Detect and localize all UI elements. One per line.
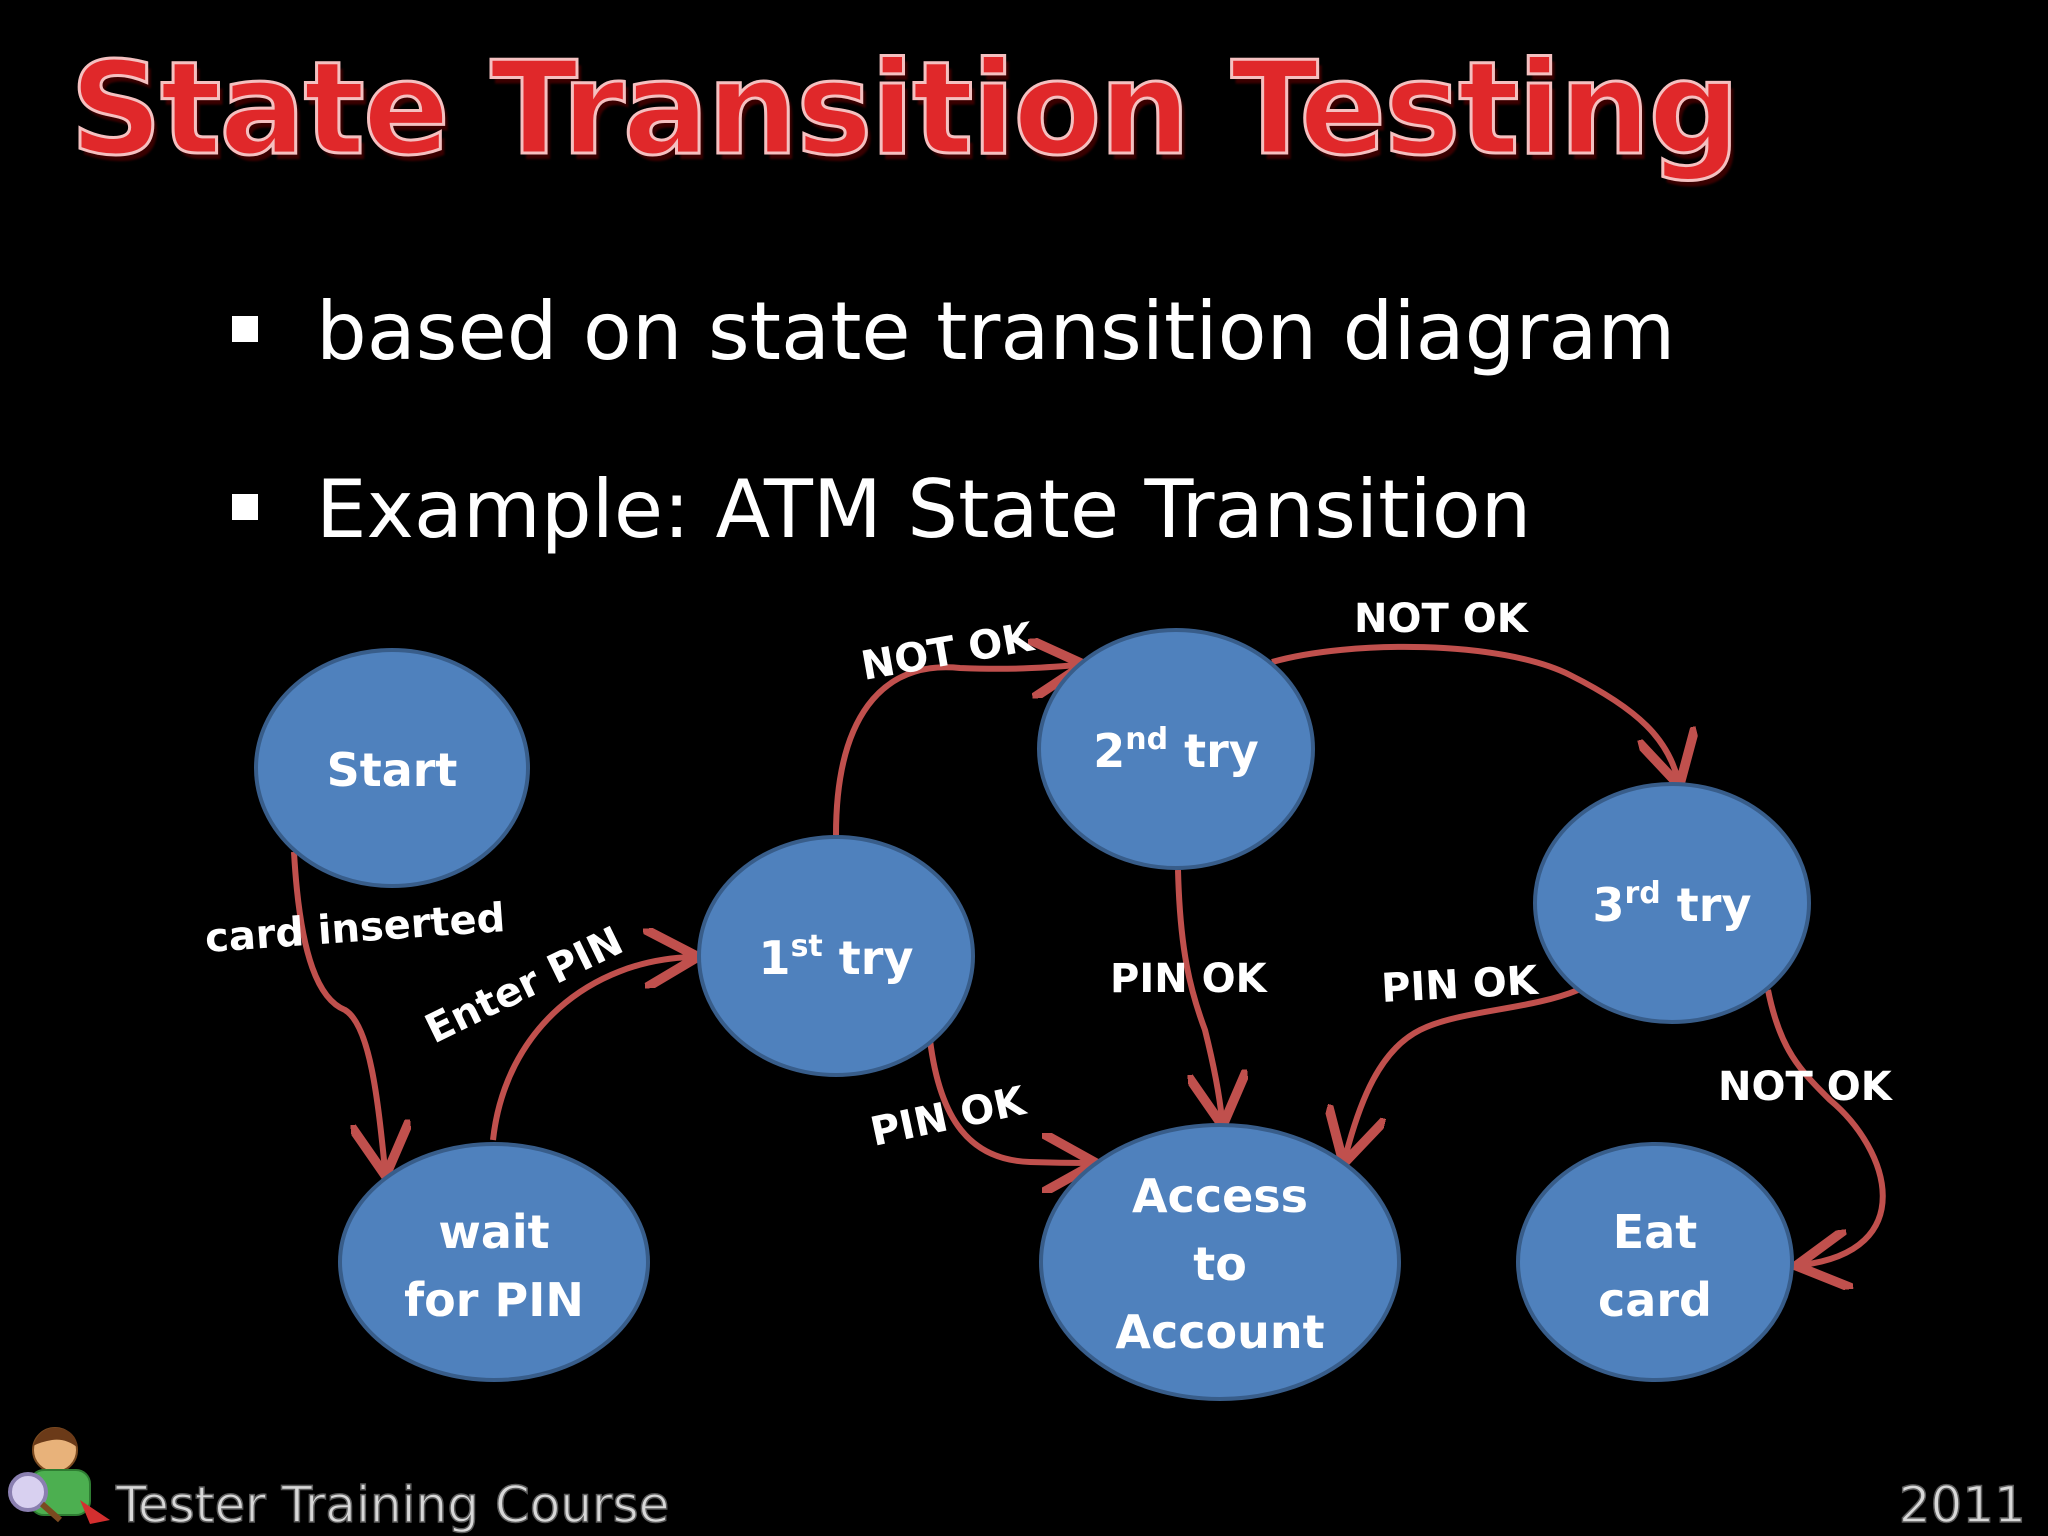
state-third-try: 3rd try [1533, 782, 1811, 1024]
state-access-label-line3: Account [1115, 1305, 1324, 1359]
transition-arrows [291, 643, 1886, 1265]
mascot-logo [8, 1427, 110, 1524]
state-try1-label: 1st try [759, 929, 914, 985]
arrow-wait-to-try1 [490, 957, 692, 1141]
state-second-try: 2nd try [1037, 628, 1315, 870]
arrow-start-to-wait [291, 851, 385, 1170]
arrow-try1-to-access [927, 1039, 1090, 1163]
label-pin-ok-try3: PIN OK [1380, 958, 1541, 1012]
state-access-label-line2: to [1193, 1237, 1247, 1291]
state-start-label: Start [327, 743, 458, 797]
label-card-inserted: card inserted [203, 895, 506, 962]
bullet-item: based on state transition diagram [232, 292, 1675, 372]
arrow-try3-to-access [1345, 987, 1580, 1158]
state-access-to-account: Access to Account [1039, 1123, 1401, 1401]
label-not-ok-try1-try2: NOT OK [858, 614, 1039, 690]
state-start: Start [254, 648, 530, 888]
state-wait-for-pin: wait for PIN [338, 1142, 650, 1382]
label-not-ok-try2-try3: NOT OK [1354, 596, 1530, 642]
label-pin-ok-try1: PIN OK [867, 1078, 1032, 1156]
bullet-text: based on state transition diagram [316, 285, 1676, 378]
state-first-try: 1st try [697, 835, 975, 1077]
slide-title: State Transition Testing [68, 35, 1741, 184]
state-try3-label: 3rd try [1593, 876, 1752, 932]
state-eat-label-line2: card [1598, 1273, 1712, 1327]
state-access-label-line1: Access [1132, 1169, 1308, 1223]
arrow-try1-to-try2 [833, 665, 1078, 836]
state-eat-card: Eat card [1516, 1142, 1794, 1382]
label-pin-ok-try2: PIN OK [1110, 956, 1269, 1002]
state-wait-label-line2: for PIN [404, 1273, 584, 1327]
state-try2-label: 2nd try [1093, 722, 1259, 778]
arrow-try2-to-try3 [1271, 643, 1678, 780]
label-not-ok-try3-eat: NOT OK [1718, 1064, 1894, 1110]
course-name: Tester Training Course [115, 1475, 670, 1535]
arrow-try2-to-access [1175, 869, 1222, 1120]
state-eat-label-line1: Eat [1613, 1205, 1697, 1259]
bullet-text: Example: ATM State Transition [316, 463, 1532, 556]
bullet-square-icon [232, 316, 258, 343]
course-year: 2011 [1898, 1475, 2027, 1535]
bullet-square-icon [232, 494, 258, 521]
arrow-try3-to-eat [1765, 989, 1886, 1265]
state-wait-label-line1: wait [438, 1205, 549, 1259]
bullet-item: Example: ATM State Transition [232, 470, 1531, 550]
